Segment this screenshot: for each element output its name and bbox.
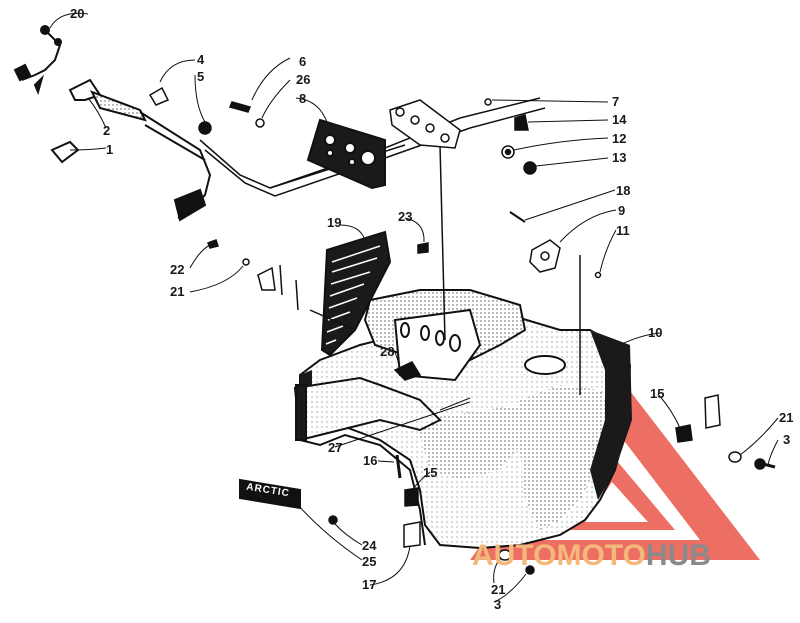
callout-6: 6 <box>299 54 307 69</box>
callout-21-lower: 21 <box>491 582 506 597</box>
callout-15-right: 15 <box>650 386 665 401</box>
callout-11: 11 <box>616 223 630 238</box>
callout-9: 9 <box>618 203 626 218</box>
callout-12: 12 <box>612 131 627 146</box>
callout-7: 7 <box>612 94 620 109</box>
callout-16: 16 <box>363 453 378 468</box>
callout-21-right: 21 <box>779 410 794 425</box>
callout-10: 10 <box>648 325 663 340</box>
callout-5: 5 <box>197 69 205 84</box>
callout-21-left: 21 <box>170 284 185 299</box>
callout-28: 28 <box>380 344 395 359</box>
watermark-hub: HUB <box>645 539 711 572</box>
callout-3-right: 3 <box>783 432 791 447</box>
callout-2: 2 <box>103 123 111 138</box>
callout-3-lower: 3 <box>494 597 502 612</box>
callout-1: 1 <box>106 142 114 157</box>
callout-15-lower: 15 <box>423 465 438 480</box>
watermark-moto: MOTO <box>556 539 646 572</box>
hood-dark-edges <box>300 330 632 530</box>
watermark-text: AUTOMOTOHUB <box>472 541 711 571</box>
throttle-assembly <box>13 25 212 222</box>
callout-27: 27 <box>328 440 343 455</box>
callout-24: 24 <box>362 538 377 553</box>
switch-mount-plate <box>389 99 461 149</box>
callout-14: 14 <box>612 112 627 127</box>
watermark-auto: AUTO <box>472 539 557 572</box>
callout-25: 25 <box>362 554 377 569</box>
leader-lines <box>49 12 779 603</box>
decal-plate <box>239 478 301 510</box>
callout-8: 8 <box>299 91 307 106</box>
small-bracket <box>257 264 299 311</box>
callout-22: 22 <box>170 262 185 277</box>
callout-20: 20 <box>70 6 85 21</box>
callout-4: 4 <box>197 52 205 67</box>
callout-19: 19 <box>327 215 342 230</box>
callout-17: 17 <box>362 577 377 592</box>
small-hardware <box>148 86 776 575</box>
callout-13: 13 <box>612 150 627 165</box>
callout-26: 26 <box>296 72 311 87</box>
callout-18: 18 <box>616 183 631 198</box>
switch-panel <box>306 118 386 190</box>
callout-23: 23 <box>398 209 413 224</box>
